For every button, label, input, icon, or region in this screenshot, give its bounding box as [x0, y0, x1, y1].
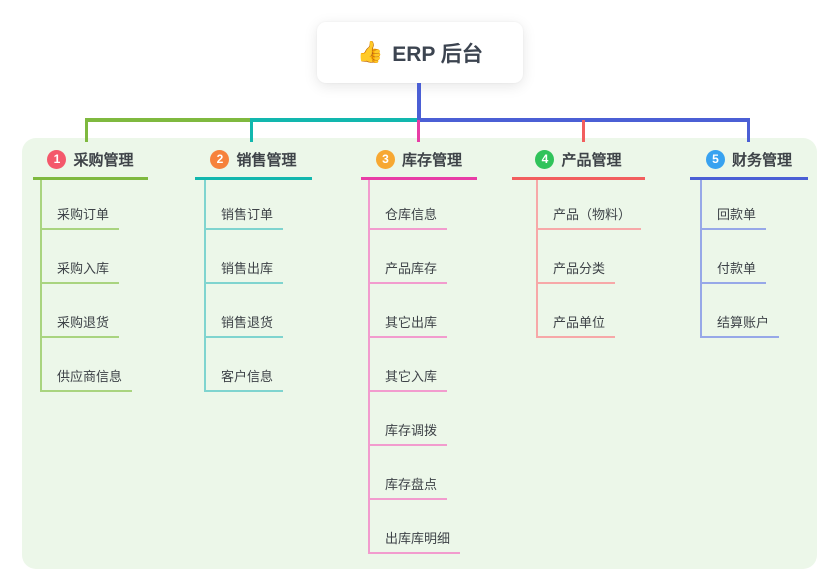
child-node[interactable]: 库存盘点 — [368, 470, 448, 500]
child-node[interactable]: 库存调拨 — [368, 416, 448, 446]
child-node[interactable]: 采购入库 — [40, 254, 120, 284]
child-node[interactable]: 其它出库 — [368, 308, 448, 338]
child-node[interactable]: 出库库明细 — [368, 524, 461, 554]
children-connector-line — [536, 180, 538, 338]
branch-label: 库存管理 — [401, 152, 462, 169]
branch-node[interactable]: 3 库存管理 — [361, 147, 477, 180]
branch-label: 财务管理 — [731, 152, 792, 169]
branch-drop-line — [747, 120, 750, 142]
branches-panel — [22, 138, 817, 569]
branch-node[interactable]: 5 财务管理 — [690, 147, 808, 180]
children-connector-line — [700, 180, 702, 338]
child-node[interactable]: 仓库信息 — [368, 200, 448, 230]
child-node[interactable]: 销售订单 — [204, 200, 284, 230]
branch-number-badge: 2 — [210, 150, 230, 169]
branch-number-badge: 5 — [705, 150, 725, 169]
branch-number-badge: 3 — [375, 150, 395, 169]
child-node[interactable]: 回款单 — [700, 200, 767, 230]
child-node[interactable]: 产品库存 — [368, 254, 448, 284]
root-node-title: ERP 后台 — [392, 42, 483, 66]
branch-drop-line — [582, 120, 585, 142]
branch-label: 产品管理 — [561, 152, 622, 169]
bus-segment — [85, 118, 250, 122]
branch-drop-line — [417, 120, 420, 142]
branch-node[interactable]: 4 产品管理 — [512, 147, 645, 180]
branch-node[interactable]: 2 销售管理 — [195, 147, 312, 180]
root-connector-line — [417, 83, 421, 119]
branch-drop-line — [250, 120, 253, 142]
branch-number-badge: 1 — [47, 150, 67, 169]
child-node[interactable]: 采购订单 — [40, 200, 120, 230]
child-node[interactable]: 结算账户 — [700, 308, 780, 338]
children-connector-line — [204, 180, 206, 392]
child-node[interactable]: 其它入库 — [368, 362, 448, 392]
branch-drop-line — [85, 120, 88, 142]
branch-number-badge: 4 — [535, 150, 555, 169]
child-node[interactable]: 产品（物料） — [536, 200, 642, 230]
bus-segment — [250, 118, 417, 122]
child-node[interactable]: 供应商信息 — [40, 362, 133, 392]
child-node[interactable]: 采购退货 — [40, 308, 120, 338]
child-node[interactable]: 产品单位 — [536, 308, 616, 338]
root-node[interactable]: 👍 ERP 后台 — [317, 22, 523, 83]
thumbs-up-icon: 👍 — [357, 40, 384, 64]
child-node[interactable]: 销售退货 — [204, 308, 284, 338]
branch-label: 采购管理 — [73, 152, 134, 169]
branch-label: 销售管理 — [236, 152, 297, 169]
child-node[interactable]: 产品分类 — [536, 254, 616, 284]
branch-node[interactable]: 1 采购管理 — [33, 147, 148, 180]
children-connector-line — [40, 180, 42, 392]
children-connector-line — [368, 180, 370, 554]
child-node[interactable]: 销售出库 — [204, 254, 284, 284]
child-node[interactable]: 客户信息 — [204, 362, 284, 392]
child-node[interactable]: 付款单 — [700, 254, 767, 284]
